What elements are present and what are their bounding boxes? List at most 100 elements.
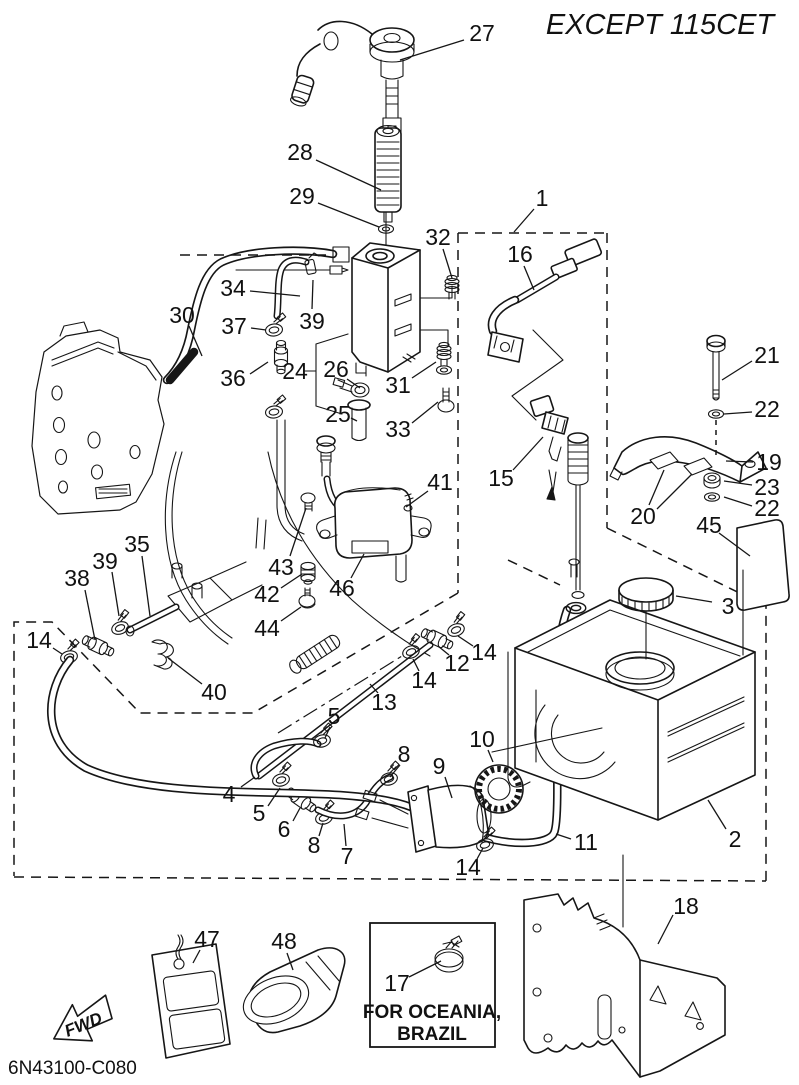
tank-left-recess xyxy=(491,651,616,788)
bracket-19 xyxy=(609,436,767,483)
clamp-bracket xyxy=(31,321,165,515)
collar-42 xyxy=(300,561,316,585)
callout-4: 4 xyxy=(223,781,236,807)
callout-22: 22 xyxy=(754,495,780,521)
leader-line-1 xyxy=(513,208,535,233)
knob-10 xyxy=(474,764,524,814)
pads-20 xyxy=(649,451,713,476)
callout-18: 18 xyxy=(673,893,699,919)
leader-line-40 xyxy=(167,657,203,685)
leader-line-22 xyxy=(723,411,753,415)
callout-39: 39 xyxy=(92,548,118,574)
bolt-44 xyxy=(298,587,316,609)
big-dashed-left xyxy=(13,592,459,876)
callout-37: 37 xyxy=(221,313,247,339)
washer-22b xyxy=(703,492,721,502)
oil-tank-2 xyxy=(491,558,756,821)
callout-20: 20 xyxy=(630,503,656,529)
callout-40: 40 xyxy=(201,679,227,705)
callout-14: 14 xyxy=(411,667,437,693)
clamp-17 xyxy=(434,935,464,973)
leader-line-48 xyxy=(286,952,294,971)
leader-line-23 xyxy=(723,480,753,486)
callout-39: 39 xyxy=(299,308,325,334)
oil-pump-41 xyxy=(316,487,432,583)
note-line-2: BRAZIL xyxy=(397,1024,467,1045)
sub-oil-tank xyxy=(351,242,453,377)
leader-line-5 xyxy=(267,787,281,807)
callout-14: 14 xyxy=(455,854,481,880)
leader-line-47 xyxy=(192,949,201,964)
leader-line-8 xyxy=(318,822,324,837)
leader-line-22 xyxy=(723,496,753,507)
filter-28 xyxy=(374,124,402,223)
callout-14: 14 xyxy=(471,639,497,665)
tank-ribs xyxy=(667,696,745,763)
leader-line-21 xyxy=(721,360,753,381)
leader-line-35 xyxy=(141,555,151,617)
callout-38: 38 xyxy=(64,565,90,591)
callout-21: 21 xyxy=(754,342,780,368)
tank-bolt xyxy=(568,558,580,578)
callout-26: 26 xyxy=(323,356,349,382)
leader-line-26 xyxy=(346,378,361,389)
leader-line-31 xyxy=(411,361,437,379)
leader-line-20 xyxy=(648,469,665,506)
callout-42: 42 xyxy=(254,581,280,607)
callout-22: 22 xyxy=(754,396,780,422)
harness-16 xyxy=(487,238,603,363)
harness-link-line xyxy=(511,329,564,421)
leader-line-27 xyxy=(399,39,465,61)
leader-line-37 xyxy=(250,327,267,331)
bolt-33 xyxy=(437,387,455,413)
leader-line-25 xyxy=(350,417,358,422)
callout-5: 5 xyxy=(253,800,266,826)
joint-38 xyxy=(79,632,117,660)
tag-47 xyxy=(151,934,231,1059)
dashed-group-boxes xyxy=(13,232,767,882)
callout-48: 48 xyxy=(271,928,297,954)
leader-line-19 xyxy=(725,460,754,463)
callout-45: 45 xyxy=(696,512,722,538)
pipe-25 xyxy=(347,399,371,442)
pump-label-46 xyxy=(351,540,389,554)
leader-line-5 xyxy=(324,726,331,739)
nut-23 xyxy=(703,472,721,489)
callout-24-bracket xyxy=(304,333,349,415)
callout-36: 36 xyxy=(220,365,246,391)
gauge-wire xyxy=(317,20,373,35)
grommet-31 xyxy=(436,341,452,367)
duct-48 xyxy=(242,947,346,1034)
leader-line-46 xyxy=(350,553,365,579)
callout-32: 32 xyxy=(425,224,451,250)
mount-bolts xyxy=(171,562,203,599)
mount-link-lines xyxy=(419,285,453,346)
callout-34: 34 xyxy=(220,275,246,301)
leader-line-45 xyxy=(718,532,751,557)
callout-24: 24 xyxy=(282,358,308,384)
oil-pipe xyxy=(276,419,305,542)
callout-13: 13 xyxy=(371,689,397,715)
callout-1: 1 xyxy=(536,185,549,211)
leader-line-20 xyxy=(656,473,693,510)
callout-8: 8 xyxy=(308,832,321,858)
leader-line-41 xyxy=(405,490,429,508)
clamp-37b xyxy=(262,394,289,420)
callout-16: 16 xyxy=(507,241,533,267)
leader-line-33 xyxy=(411,401,439,424)
callout-31: 31 xyxy=(385,372,411,398)
washer-31 xyxy=(435,365,453,375)
leader-line-14 xyxy=(412,658,420,672)
diagram-title: EXCEPT 115CET xyxy=(546,9,777,41)
callout-6: 6 xyxy=(278,816,291,842)
callout-9: 9 xyxy=(433,753,446,779)
leader-line-14 xyxy=(457,635,474,647)
leader-line-9 xyxy=(444,776,453,799)
callout-19: 19 xyxy=(756,449,782,475)
note-box-oceania: FOR OCEANIA, BRAZIL xyxy=(363,922,501,1048)
electric-pump-9 xyxy=(354,784,492,853)
callout-25: 25 xyxy=(325,401,351,427)
bolt-43 xyxy=(300,492,316,512)
bracket-18 xyxy=(523,893,726,1078)
